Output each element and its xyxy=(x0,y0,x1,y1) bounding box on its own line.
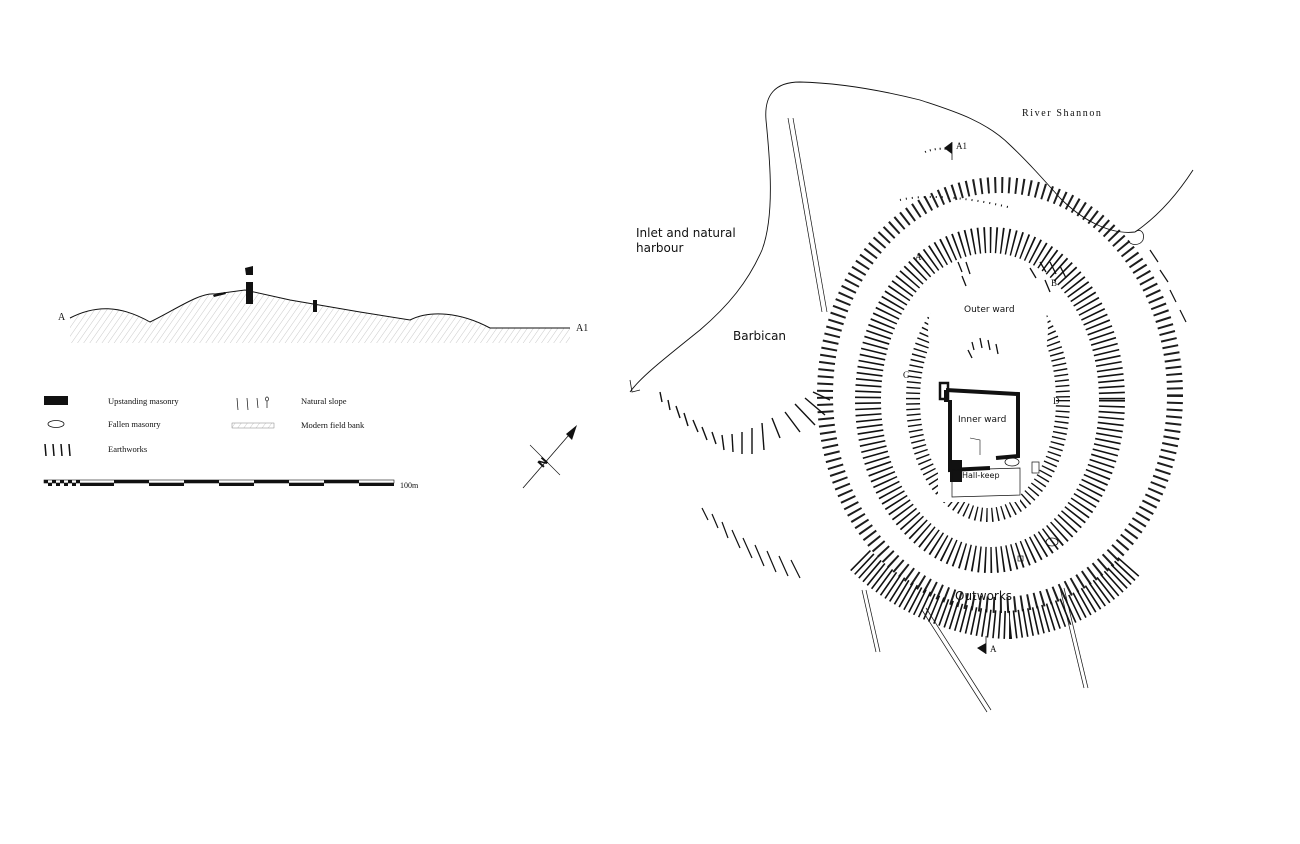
legend-fallen-masonry-label: Fallen masonry xyxy=(108,419,161,429)
section-masonry-small xyxy=(313,300,317,312)
inner-rampart-hachures xyxy=(906,278,1070,522)
section-profile: A A1 xyxy=(58,266,588,343)
legend-upstanding-masonry-swatch xyxy=(44,396,68,405)
barbican-hachures xyxy=(659,391,831,454)
legend-field-bank-label: Modern field bank xyxy=(301,420,365,430)
inlet-label-line1: Inlet and natural xyxy=(636,226,736,240)
scale-bar-label: 100m xyxy=(400,481,419,490)
legend-field-bank-swatch xyxy=(231,422,275,429)
section-label-a1: A1 xyxy=(576,323,588,334)
hall-keep-label: Hall-keep xyxy=(962,471,1000,480)
section-masonry-cap xyxy=(245,266,253,275)
feature-c-label: C xyxy=(903,370,909,380)
legend: Upstanding masonry Fallen masonry Earthw… xyxy=(44,396,365,457)
section-masonry-tall xyxy=(246,282,253,304)
legend-natural-slope-label: Natural slope xyxy=(301,396,347,406)
plan-section-marker-a1: A1 xyxy=(944,141,967,160)
east-slope-ticks xyxy=(1149,249,1187,323)
svg-text:A1: A1 xyxy=(956,141,967,151)
inlet-label-line2: harbour xyxy=(636,241,683,255)
north-bank xyxy=(899,195,1013,209)
svg-text:A: A xyxy=(990,644,997,654)
shoreline xyxy=(629,81,1194,393)
north-arrow: N xyxy=(522,425,577,489)
outer-ward-area xyxy=(928,265,1048,395)
middle-rampart-hachures xyxy=(855,227,1125,573)
section-label-a: A xyxy=(58,312,66,323)
inner-ward-label: Inner ward xyxy=(958,415,1006,425)
outer-rampart-hachures xyxy=(817,177,1183,613)
plan-section-marker-a: A xyxy=(977,636,997,654)
river-label: River Shannon xyxy=(1022,108,1103,119)
outworks-hachures xyxy=(850,549,1141,640)
legend-fallen-masonry-swatch xyxy=(47,420,65,428)
feature-d-label: D xyxy=(1053,396,1060,406)
section-masonry-wall xyxy=(213,292,226,297)
fallen-masonry xyxy=(1004,457,1020,467)
legend-upstanding-masonry-label: Upstanding masonry xyxy=(108,396,179,406)
outworks-label: Outworks xyxy=(955,589,1012,603)
north-arrow-label: N xyxy=(535,455,551,471)
section-ground-line xyxy=(69,289,570,329)
outer-ward-mounds xyxy=(957,261,1067,359)
north-track xyxy=(787,117,828,313)
legend-earthworks-label: Earthworks xyxy=(108,444,147,454)
southwest-slope-hachures xyxy=(701,507,801,579)
site-plan: A1 A River Shannon Inlet and natural har… xyxy=(629,81,1194,713)
barbican-label: Barbican xyxy=(733,329,786,343)
inner-ward-walls xyxy=(938,381,1059,562)
legend-natural-slope-swatch xyxy=(236,396,269,411)
feature-a-label: A xyxy=(915,252,922,262)
section-ground-fill xyxy=(70,290,570,343)
scale-bar: 100m xyxy=(43,479,419,490)
outer-ward-label: Outer ward xyxy=(964,305,1015,315)
feature-b-label: B xyxy=(1051,278,1057,288)
legend-earthworks-swatch xyxy=(44,443,71,457)
south-tracks xyxy=(861,587,1089,713)
